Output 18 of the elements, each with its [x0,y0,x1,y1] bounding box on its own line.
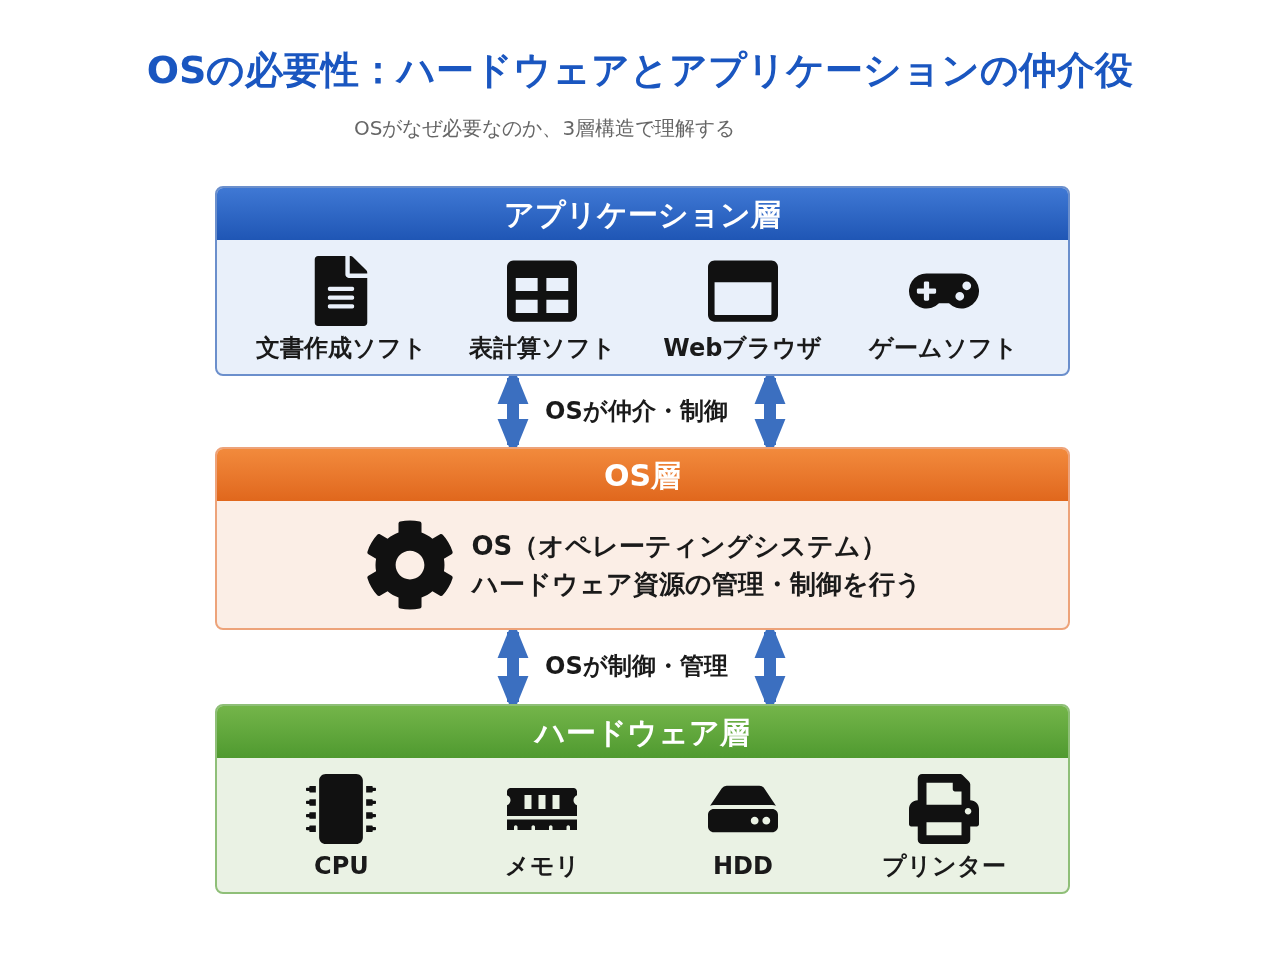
layer-title: OS層 [603,456,682,495]
item-label: CPU [314,851,369,882]
layer-description: ハードウェア資源の管理・制御を行う [471,567,922,601]
layer-title: ハードウェア層 [535,713,750,752]
os-layer-panel [215,447,1070,630]
item-label: プリンター [881,851,1006,882]
layer-title: アプリケーション層 [504,195,781,234]
item-label: HDD [712,851,773,882]
application-layer-panel [215,186,1070,376]
item-label: メモリ [504,851,580,882]
item-label: 表計算ソフト [468,333,616,364]
item-label: ゲームソフト [869,333,1019,364]
item-label: 文書作成ソフト [255,333,427,364]
hardware-layer-panel [215,704,1070,894]
title: OSの必要性：ハードウェアとアプリケーションの仲介役 [145,47,1135,94]
subtitle: OSがなぜ必要なのか、3層構造で理解する [354,115,736,142]
layer-heading: OS（オペレーティングシステム） [471,529,889,563]
item-label: Webブラウザ [663,333,823,364]
